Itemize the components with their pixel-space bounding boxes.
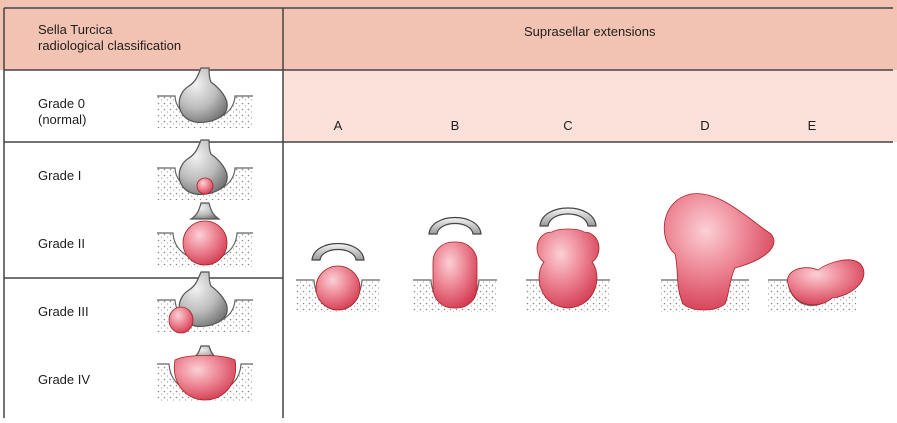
extension-b-figure <box>413 218 497 313</box>
adenoma <box>197 178 213 194</box>
grade-0-label-line-2: (normal) <box>38 112 86 128</box>
extension-d-figure <box>661 194 774 312</box>
extension-a-figure <box>296 244 380 313</box>
extension-label-e: E <box>797 118 827 134</box>
grade-0-label-line-1: Grade 0 <box>38 96 85 112</box>
extension-label-a: A <box>323 118 353 134</box>
extension-label-d: D <box>690 118 720 134</box>
header-left-line-1: Sella Turcica <box>38 22 112 38</box>
grade-0-sella-figure <box>157 68 253 128</box>
table-borders <box>4 8 893 418</box>
pituitary-gland <box>179 68 227 122</box>
optic-chiasm <box>429 218 481 235</box>
header-suprasellar-extensions: Suprasellar extensions <box>524 24 656 40</box>
grade-ii-label: Grade II <box>38 236 85 252</box>
grade-i-label: Grade I <box>38 168 81 184</box>
optic-chiasm <box>540 208 596 226</box>
grade-iii-sella-figure <box>157 272 253 333</box>
optic-chiasm <box>312 244 364 261</box>
adenoma <box>169 307 193 333</box>
adenoma <box>433 242 477 308</box>
grade-ii-sella-figure <box>157 203 253 267</box>
grade-iii-label: Grade III <box>38 304 89 320</box>
adenoma <box>537 229 599 308</box>
extension-label-c: C <box>553 118 583 134</box>
adenoma <box>664 194 774 310</box>
adenoma <box>316 266 360 310</box>
grade-i-sella-figure <box>157 140 253 200</box>
grade-iv-sella-figure <box>157 346 253 402</box>
adenoma <box>183 221 227 265</box>
header-left-line-2: radiological classification <box>38 38 181 54</box>
extension-e-figure <box>768 260 864 312</box>
header-band <box>0 0 897 70</box>
extension-label-b: B <box>440 118 470 134</box>
extension-c-figure <box>526 208 610 312</box>
grade-iv-label: Grade IV <box>38 372 90 388</box>
